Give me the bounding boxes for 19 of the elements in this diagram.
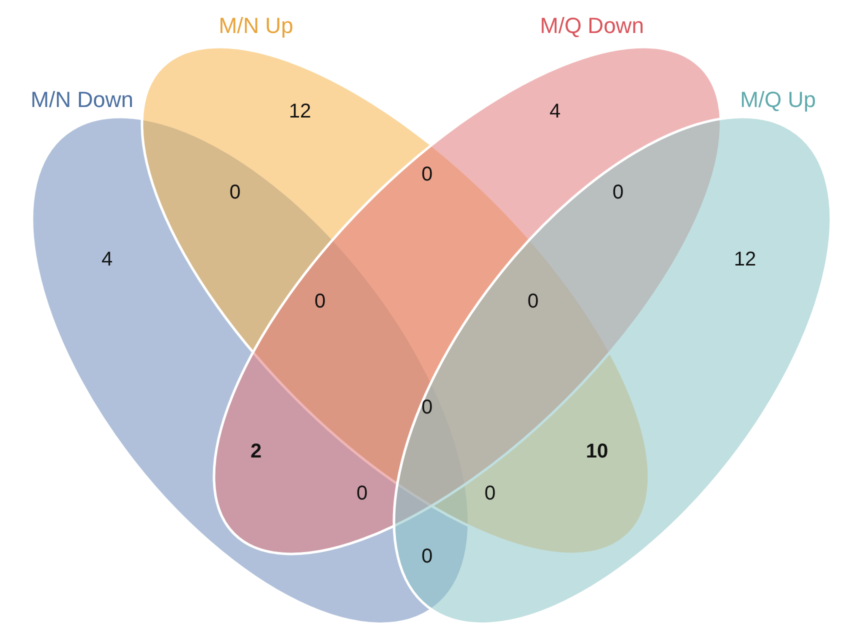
region-count: 10 bbox=[586, 440, 608, 464]
region-count: 12 bbox=[288, 100, 312, 124]
region-count: 0 bbox=[421, 546, 433, 568]
region-count: 0 bbox=[612, 182, 624, 204]
region-count: 0 bbox=[527, 290, 539, 314]
set-label: M/N Up bbox=[218, 13, 294, 39]
region-count: 4 bbox=[549, 100, 561, 124]
set-label: M/N Down bbox=[30, 87, 134, 113]
region-count: 0 bbox=[314, 290, 326, 314]
region-count: 0 bbox=[356, 482, 368, 506]
region-count: 4 bbox=[101, 248, 113, 272]
region-count: 0 bbox=[421, 164, 433, 186]
region-count: 0 bbox=[484, 482, 496, 506]
region-count: 12 bbox=[734, 248, 756, 272]
region-count: 0 bbox=[229, 182, 241, 204]
set-label: M/Q Down bbox=[540, 13, 644, 39]
region-count: 2 bbox=[250, 440, 262, 464]
set-label: M/Q Up bbox=[740, 87, 816, 113]
region-count: 0 bbox=[421, 396, 433, 420]
